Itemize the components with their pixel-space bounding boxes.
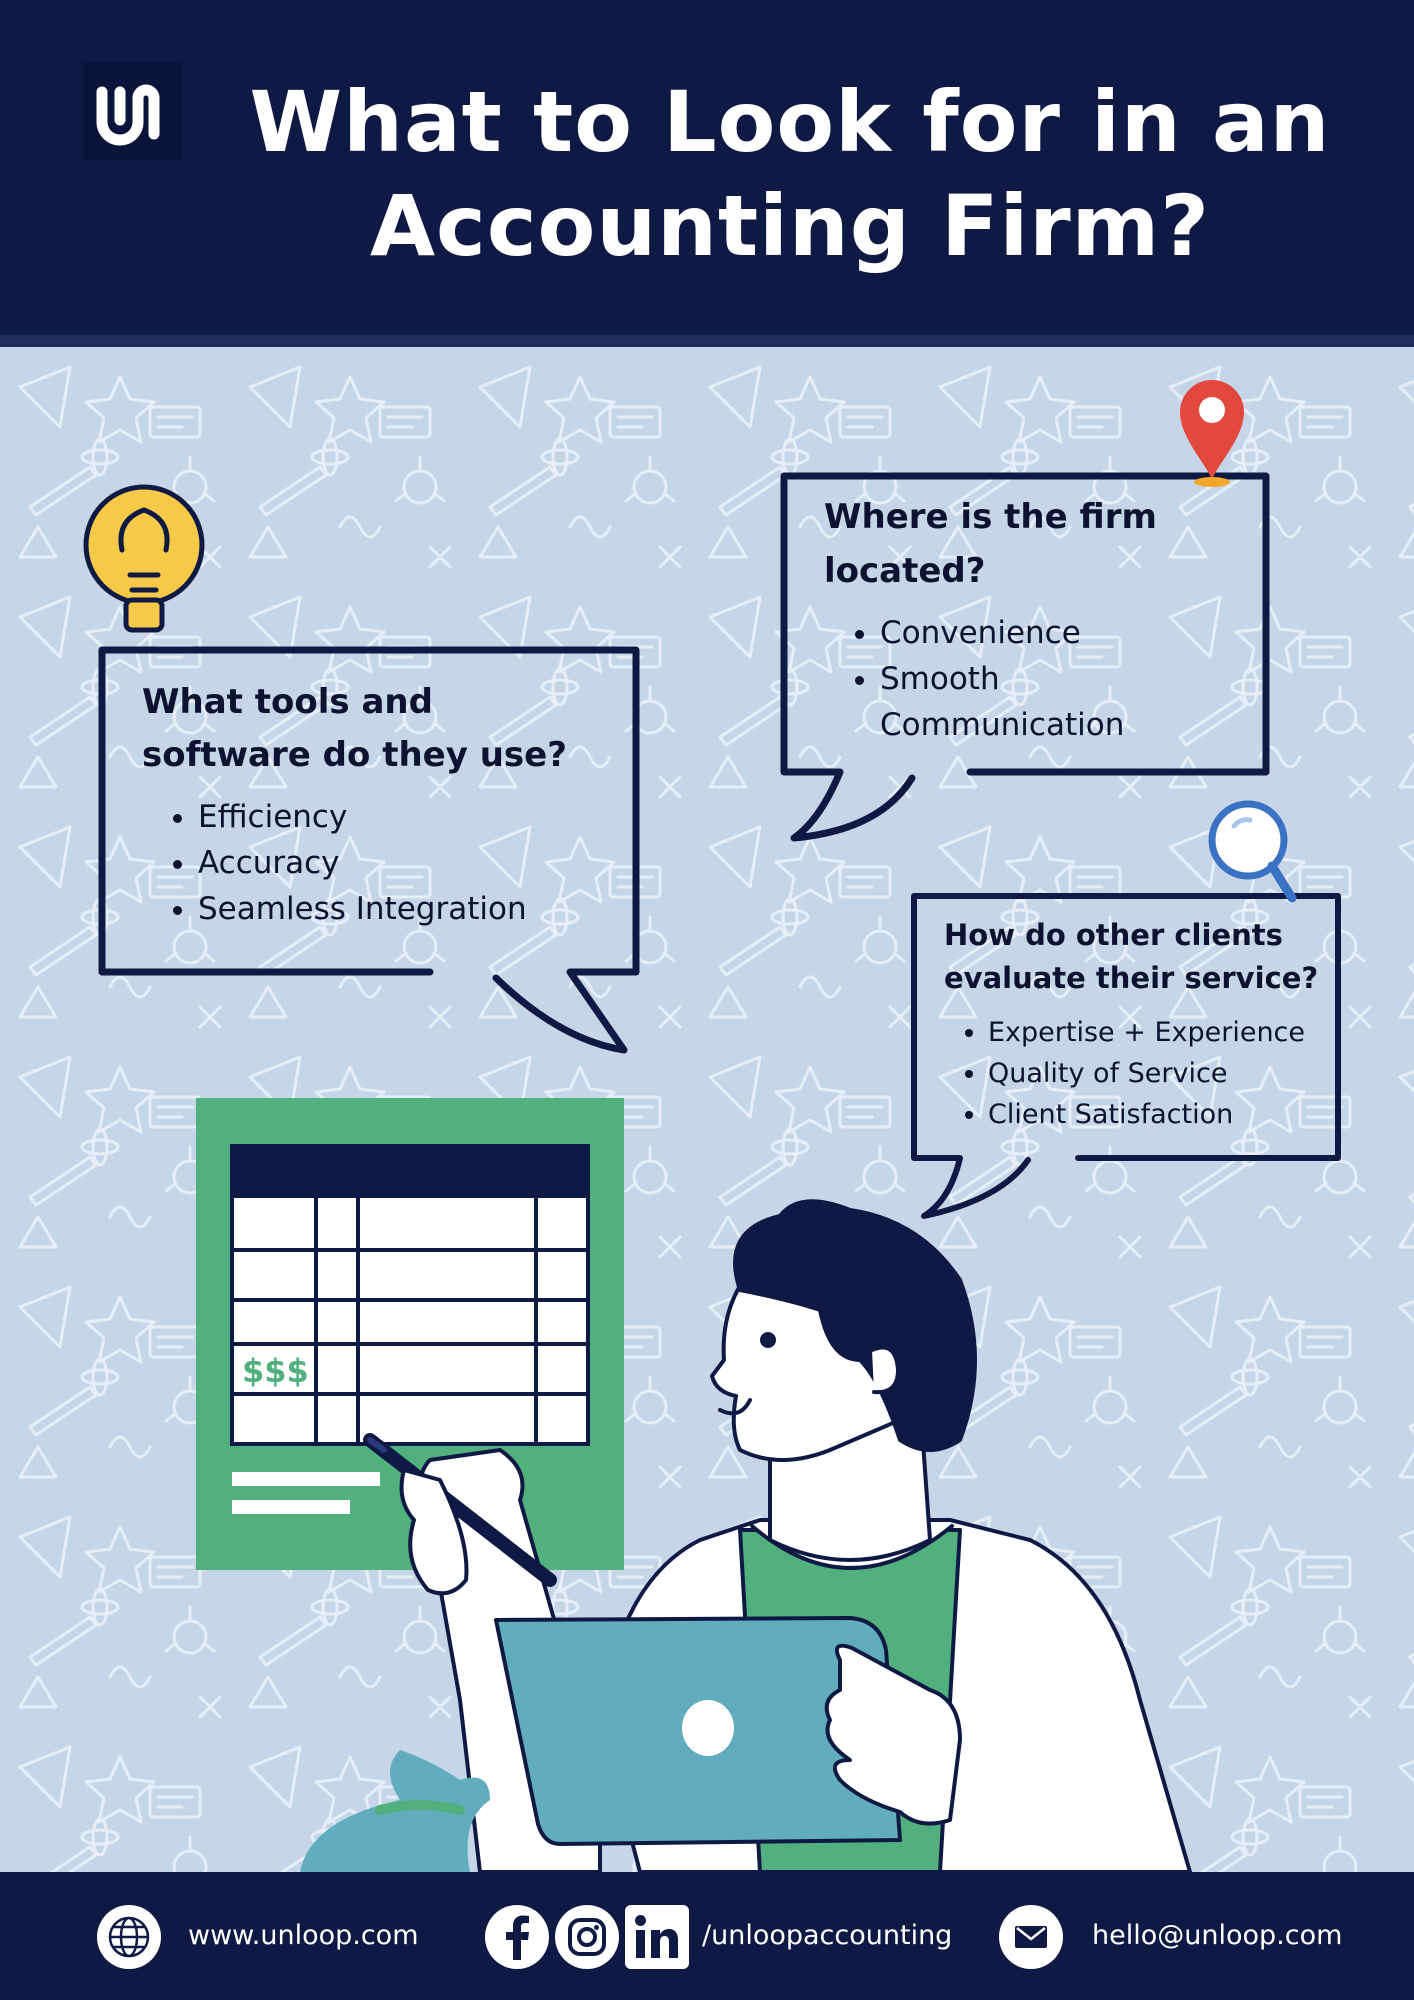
list-item: Accuracy (198, 840, 612, 886)
tools-heading-line-2: software do they use? (142, 735, 567, 775)
reviews-bubble-content: How do other clients evaluate their serv… (944, 914, 1344, 1135)
list-item: Efficiency (198, 794, 612, 840)
page-title-line-1: What to Look for in an (249, 73, 1331, 171)
email-link[interactable]: hello@unloop.com (1092, 1920, 1343, 1951)
facebook-icon[interactable] (484, 1904, 550, 1970)
speech-bubble-tools (98, 646, 640, 1054)
magnifier-icon (1208, 800, 1297, 903)
reviews-heading-line-1: How do other clients (944, 918, 1283, 952)
page-title-line-2: Accounting Firm? (370, 177, 1210, 275)
list-item-continuation: Communication (880, 707, 1125, 743)
location-list: Convenience Smooth Communication (824, 610, 1244, 748)
list-item: Convenience (880, 610, 1244, 656)
location-heading: Where is the firm located? (824, 490, 1244, 598)
list-item: Expertise + Experience (988, 1012, 1344, 1053)
header-banner (0, 0, 1414, 345)
person-illustration (300, 1199, 1192, 1874)
globe-icon (97, 1905, 161, 1969)
location-pin-icon (1180, 380, 1244, 487)
tools-bubble-content: What tools and software do they use? Eff… (142, 676, 612, 932)
tools-heading: What tools and software do they use? (142, 676, 612, 782)
tools-heading-line-1: What tools and (142, 682, 433, 722)
linkedin-icon[interactable] (624, 1904, 690, 1970)
list-item: Client Satisfaction (988, 1094, 1344, 1135)
social-handle-link[interactable]: /unloopaccounting (702, 1920, 953, 1951)
location-bubble-content: Where is the firm located? Convenience S… (824, 490, 1244, 748)
website-link[interactable]: www.unloop.com (188, 1920, 419, 1951)
location-heading-line-2: located? (824, 551, 986, 591)
mail-icon (999, 1905, 1063, 1969)
unloop-logo-icon (84, 62, 182, 160)
location-heading-line-1: Where is the firm (824, 497, 1157, 537)
spreadsheet-label: $$$ (242, 1352, 309, 1390)
tools-list: Efficiency Accuracy Seamless Integration (142, 794, 612, 932)
speech-bubble-reviews (911, 893, 1341, 1219)
doodle-pattern-background (0, 347, 1414, 1872)
lightbulb-icon (83, 484, 205, 633)
page-title: What to Look for in an Accounting Firm? (200, 70, 1380, 278)
reviews-heading: How do other clients evaluate their serv… (944, 914, 1344, 1000)
list-item: Seamless Integration (198, 886, 612, 932)
header-divider (0, 335, 1414, 347)
speech-bubble-location (780, 472, 1270, 842)
list-item: Quality of Service (988, 1053, 1344, 1094)
footer-bar: www.unloop.com /unloopaccounting hello@u… (0, 1872, 1414, 2000)
instagram-icon[interactable] (554, 1904, 620, 1970)
reviews-list: Expertise + Experience Quality of Servic… (944, 1012, 1344, 1135)
reviews-heading-line-2: evaluate their service? (944, 961, 1319, 995)
list-item: Smooth (880, 656, 1244, 702)
